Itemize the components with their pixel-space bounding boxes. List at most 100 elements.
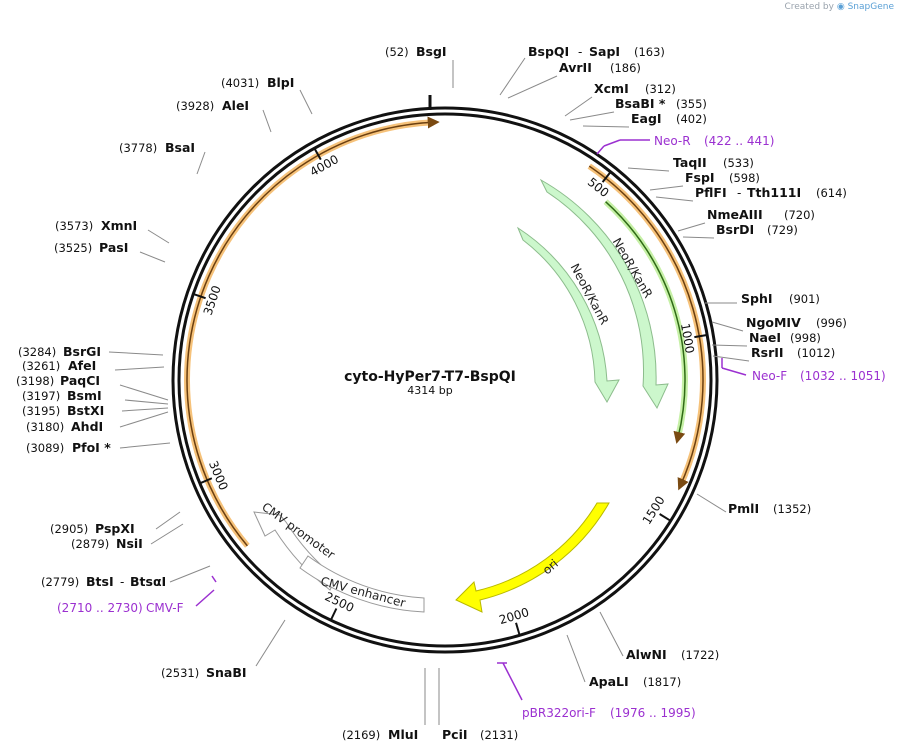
enzyme-dash-bspqi: - bbox=[578, 45, 582, 59]
enzyme-leader-line bbox=[711, 344, 748, 347]
enzyme-bsabi: BsaBI * bbox=[615, 96, 666, 111]
enzyme-leader-line bbox=[169, 565, 211, 583]
primer-labels: Neo-R (422 .. 441) Neo-F (1032 .. 1051) … bbox=[57, 134, 886, 720]
enzyme-leader-line bbox=[677, 222, 706, 232]
enzyme-xcmi: XcmI bbox=[594, 81, 629, 96]
enzyme-pos-pfoi: (3089) bbox=[26, 441, 64, 455]
enzyme-leader-line bbox=[155, 511, 181, 530]
enzyme-pos-pspxi: (2905) bbox=[50, 522, 88, 536]
enzyme-pasi: PasI bbox=[99, 240, 128, 255]
plasmid-title: cyto-HyPer7-T7-BspQI bbox=[344, 369, 516, 385]
enzyme-pos-pmli: (1352) bbox=[773, 502, 811, 516]
plasmid-size: 4314 bp bbox=[407, 384, 452, 397]
enzyme-leader-line bbox=[121, 407, 169, 412]
enzyme-leader-line bbox=[119, 442, 171, 449]
enzyme-bsrgi: BsrGI bbox=[63, 344, 101, 359]
enzyme-nmeaiii: NmeAIII bbox=[707, 207, 763, 222]
enzyme-mlui: MluI bbox=[388, 727, 418, 742]
enzyme-pos-pflfi: (614) bbox=[816, 186, 847, 200]
tick-mark bbox=[659, 513, 671, 522]
enzyme-leader-line bbox=[499, 57, 526, 96]
enzyme-blpi: BlpI bbox=[267, 75, 294, 90]
enzyme-paqci: PaqCI bbox=[60, 373, 100, 388]
enzyme-naei: NaeI bbox=[749, 330, 781, 345]
enzyme-pos-bsabi: (355) bbox=[676, 97, 707, 111]
feature-cmv-enhancer[interactable]: CMV enhancer bbox=[299, 555, 425, 613]
created-by-note: Created by ◉ SnapGene bbox=[784, 2, 894, 12]
tick-mark bbox=[330, 608, 338, 620]
enzyme-rsrii: RsrII bbox=[751, 345, 784, 360]
primer-cmv-f: CMV-F bbox=[146, 601, 184, 615]
enzyme-leader-line bbox=[147, 229, 170, 244]
enzyme-leader-line bbox=[582, 125, 630, 128]
enzyme-alwni: AlwNI bbox=[626, 647, 667, 662]
enzyme-ngomiv: NgoMIV bbox=[746, 315, 801, 330]
enzyme-pos-bsrgi: (3284) bbox=[18, 345, 56, 359]
enzyme-xmni: XmnI bbox=[101, 218, 137, 233]
enzyme-pos-bsmi: (3197) bbox=[22, 389, 60, 403]
enzyme-bstxi: BstXI bbox=[67, 403, 104, 418]
primer-range-cmv-f: (2710 .. 2730) bbox=[57, 601, 143, 615]
enzyme-leader-line bbox=[255, 619, 286, 667]
snapgene-brand: SnapGene bbox=[847, 2, 894, 12]
enzyme-pos-bspqi: (163) bbox=[634, 45, 665, 59]
enzyme-leader-line bbox=[262, 109, 272, 133]
tick-mark bbox=[601, 172, 611, 183]
orf-arrow bbox=[588, 165, 704, 491]
enzyme-alei: AleI bbox=[222, 98, 249, 113]
enzyme-pos-snabi: (2531) bbox=[161, 666, 199, 680]
enzyme-pfoi: PfoI * bbox=[72, 440, 111, 455]
enzyme-pos-nsii: (2879) bbox=[71, 537, 109, 551]
backbone-outer bbox=[171, 106, 719, 654]
enzyme-dash-btsi: - bbox=[120, 575, 124, 589]
tick-mark bbox=[314, 148, 322, 161]
enzyme-leaders bbox=[108, 57, 750, 725]
primer-range-neo-f: (1032 .. 1051) bbox=[800, 369, 886, 383]
enzyme-bsgi: BsgI bbox=[416, 44, 447, 59]
enzyme-leader-line bbox=[649, 185, 684, 191]
backbone-inner bbox=[177, 112, 713, 648]
tick-mark bbox=[200, 477, 213, 484]
enzyme-leader-line bbox=[150, 523, 184, 545]
enzyme-tth111i: Tth111I bbox=[747, 185, 801, 200]
enzyme-pos-taqii: (533) bbox=[723, 156, 754, 170]
enzyme-leader-line bbox=[655, 196, 694, 202]
enzyme-sphi: SphI bbox=[741, 291, 773, 306]
enzyme-pos-paqci: (3198) bbox=[16, 374, 54, 388]
enzyme-ahdi: AhdI bbox=[71, 419, 103, 434]
enzyme-apali: ApaLI bbox=[589, 674, 629, 689]
tick-mark bbox=[515, 622, 521, 635]
enzyme-fspi: FspI bbox=[685, 170, 715, 185]
enzyme-pos-naei: (998) bbox=[790, 331, 821, 345]
enzyme-pos-blpi: (4031) bbox=[221, 76, 259, 90]
enzyme-nsii: NsiI bbox=[116, 536, 143, 551]
enzyme-leader-line bbox=[119, 384, 169, 401]
enzyme-pos-nmeaiii: (720) bbox=[784, 208, 815, 222]
primer-pbr322ori-f: pBR322ori-F bbox=[522, 706, 596, 720]
enzyme-leader-line bbox=[114, 366, 165, 371]
orf-arcs bbox=[184, 116, 706, 548]
enzyme-sapi: SapI bbox=[589, 44, 620, 59]
enzyme-leader-line bbox=[682, 236, 715, 239]
enzyme-btsi: BtsI bbox=[86, 574, 114, 589]
enzyme-pos-ngomiv: (996) bbox=[816, 316, 847, 330]
enzyme-pflfi: PflFI bbox=[695, 185, 727, 200]
enzyme-pos-ahdi: (3180) bbox=[26, 420, 64, 434]
feature-ori[interactable]: ori bbox=[455, 502, 610, 613]
enzyme-pos-rsrii: (1012) bbox=[797, 346, 835, 360]
tick-label: 1000 bbox=[678, 322, 697, 354]
enzyme-pos-sphi: (901) bbox=[789, 292, 820, 306]
enzyme-eagi: EagI bbox=[631, 111, 662, 126]
primer-neo-r: Neo-R bbox=[654, 134, 691, 148]
enzyme-bsmi: BsmI bbox=[67, 388, 102, 403]
enzyme-pos-bsrdi: (729) bbox=[767, 223, 798, 237]
snapgene-logo-icon: ◉ bbox=[836, 2, 845, 12]
enzyme-leader-line bbox=[507, 75, 558, 99]
enzyme-leader-line bbox=[627, 167, 670, 172]
tick-mark bbox=[694, 334, 707, 339]
feature-neo-inner[interactable]: NeoR/KanR bbox=[516, 226, 620, 404]
primer-range-neo-r: (422 .. 441) bbox=[704, 134, 774, 148]
tick-label: 2000 bbox=[497, 605, 530, 627]
enzyme-pos-alei: (3928) bbox=[176, 99, 214, 113]
enzyme-bsai: BsaI bbox=[165, 140, 195, 155]
